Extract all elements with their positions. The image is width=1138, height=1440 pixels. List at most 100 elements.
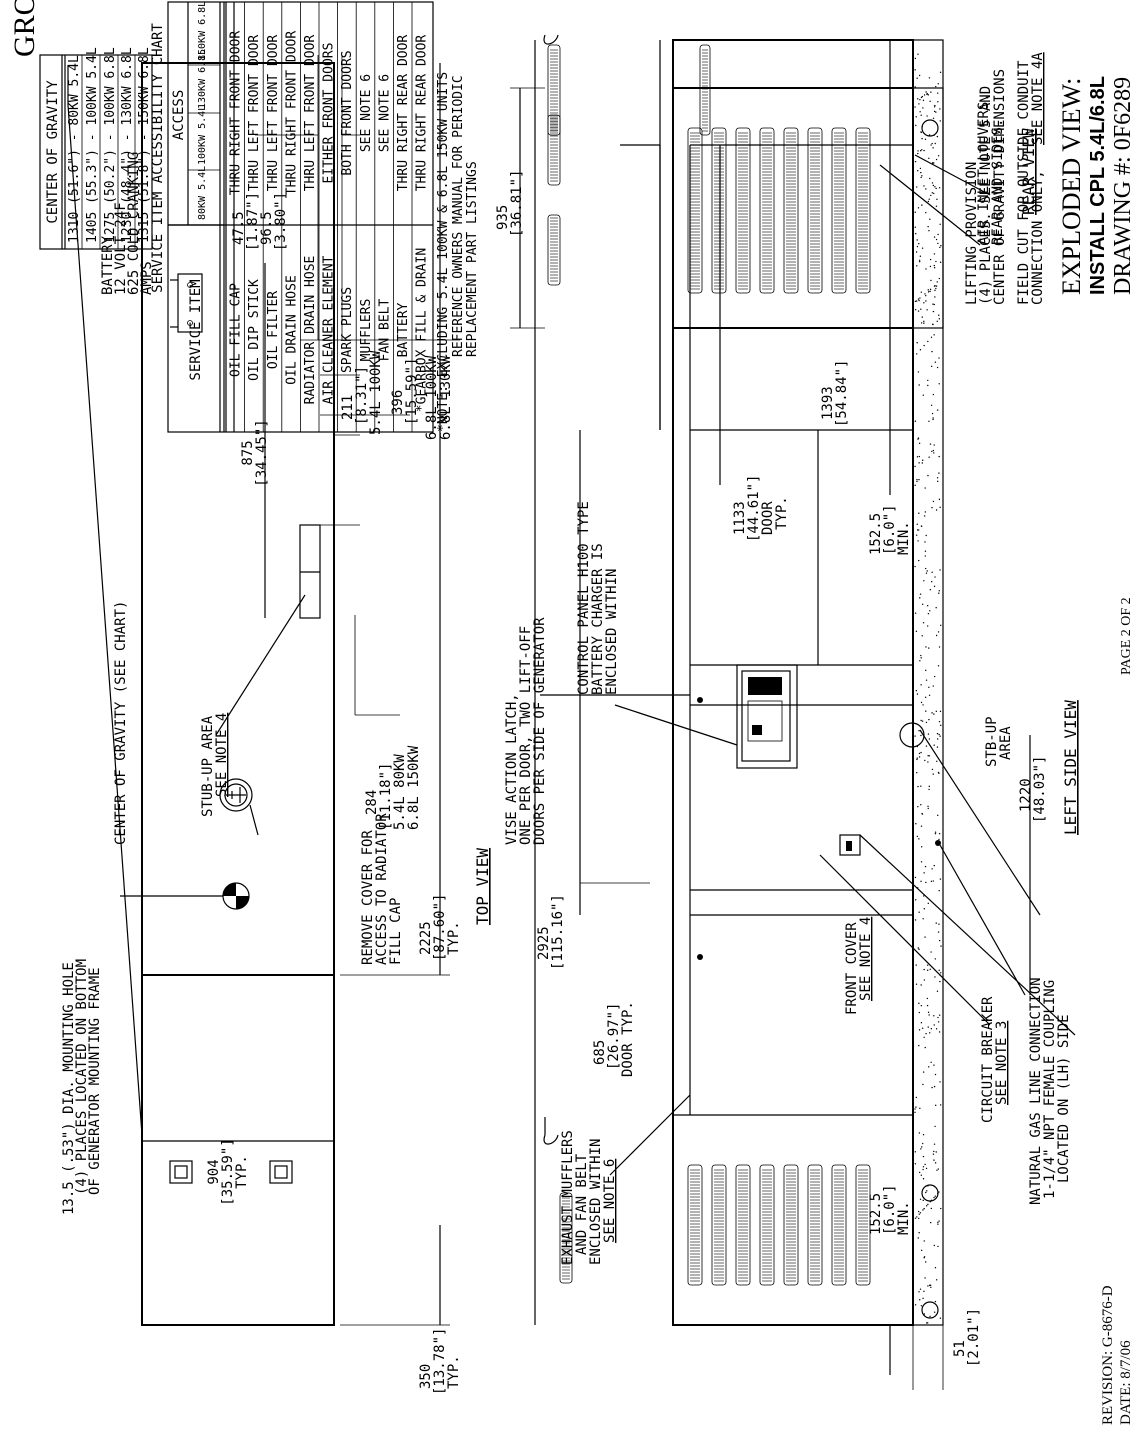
dim-211: 211 [340,395,356,420]
radiator-cap-icon [219,778,253,812]
install-title: INSTALL CPL 5.4L/6.8L [1087,76,1109,295]
cg-chart: CENTER OF GRAVITY 1310 (51.6") - 80KW 5.… [39,47,153,250]
louver-slot [687,127,703,294]
access-column: 80KW 5.4L [197,166,208,220]
access-column: 130KW 6.8L [197,49,208,109]
louver-slot [547,44,561,136]
exhaust-louvers [687,1164,871,1286]
lifting-provision [921,119,939,137]
dim-2925: [115.16"] [550,894,566,970]
drawing-number: DRAWING #: 0F6289 [1110,77,1136,295]
access-chart-title: SERVICE ITEM ACCESSIBILITY CHART [150,23,166,293]
access-column: 100KW 5.4L [197,105,208,165]
control-panel [736,664,798,769]
top-view-label: TOP VIEW [473,848,492,925]
service-access: SEE NOTE 6 [359,74,374,152]
service-item: OIL DIP STICK [247,279,262,381]
rear-view: 935 [36.81"] AIR INLET LOUVERS. REAR AND… [495,87,1038,329]
date: DATE: 8/7/06 [1118,1340,1134,1425]
dim-284: [11.18"] [378,763,394,830]
dim-935: 935 [495,205,511,230]
battery-icon [170,273,203,333]
dim-152-right: 152.5 [868,513,884,555]
service-item: OIL FILTER [266,291,281,369]
dim-904: [35.59"] [220,1138,236,1205]
stub-up-label: STUB-UP AREA [200,715,216,817]
front-cover-note: SEE NOTE 4 [858,917,874,1001]
dim-935: [36.81"] [509,170,525,237]
dim-284: 6.8L 150KW [406,745,422,830]
service-item: MUFFLERS [359,299,374,362]
louver-slot [783,127,799,294]
stub-area-label: AREA [998,726,1014,760]
service-item: OIL FILL CAP [229,283,244,377]
dim-152-right: MIN. [896,521,912,555]
latch-icon [697,697,703,703]
battery-label: BATTERY [100,235,116,295]
lifting-provision [921,1301,939,1319]
revision: REVISION: G-8676-D [1100,1285,1116,1425]
dim-1393: [54.84"] [834,360,850,427]
louver-slot [759,1164,775,1286]
dim-875: 875 [240,440,256,465]
louver-slot [699,44,711,136]
service-access: THRU LEFT FRONT DOOR [266,35,281,192]
dim-1133: DOOR [760,501,776,535]
dim-284: 5.4L 80KW [392,754,408,830]
lifting-note: (4) PLACES. SEE NOTE 5 AND [978,86,994,305]
service-access: SEE NOTE 6 [377,74,392,152]
remove-cover-note: ACCESS TO RADIATOR [374,813,390,965]
top-view-outline [141,62,335,1326]
gas-line-note: NATURAL GAS LINE CONNECTION [1028,977,1044,1205]
cg-row: 1230 (48.4") - 130KW 6.8L [120,47,135,243]
louver-slot [735,127,751,294]
stub-up-note: SEE NOTE 4 [214,713,230,797]
gas-line-note: 1-1/4" NPT FEMALE COUPLING [1042,980,1058,1199]
dim-2925: 2925 [536,926,552,960]
service-item: SPARK PLUGS [340,287,355,373]
service-access: THRU LEFT FRONT DOOR [303,35,318,192]
access-note: REPLACEMENT PART LISTINGS [465,161,480,357]
circuit-breaker-note: SEE NOTE 3 [994,1021,1010,1105]
louver-slot [855,127,871,294]
dim-96: 96.5 [259,211,275,245]
dim-1220: [48.03"] [1032,756,1048,823]
dim-685: 685 [592,1040,608,1065]
field-cut-conduit [899,722,925,748]
remove-cover-note: REMOVE COVER FOR [360,830,376,965]
rear-louvers [547,114,871,294]
group-title: GROUP G [8,0,41,57]
exhaust-note: EXHAUST MUFFLERS [560,1130,576,1265]
dim-152-left: [6.0"] [882,1184,898,1235]
access-header: ACCESS [171,90,187,141]
service-item-header: SERVICE ITEM [188,279,204,380]
title-block: EXPLODED VIEW: INSTALL CPL 5.4L/6.8L DRA… [1057,76,1136,1425]
exhaust-note: ENCLOSED WITHIN [588,1139,604,1265]
dim-211: 5.4L 100KW [368,350,384,435]
dim-350: [13.78"] [432,1328,448,1395]
rear-view-label: REAR VIEW [1019,128,1038,215]
rear-view-skid [912,87,944,329]
dim-875: [34.45"] [254,419,270,486]
louver-slot [711,127,727,294]
circuit-breaker [839,834,861,856]
louver-slot [807,1164,823,1286]
gas-line-note: LOCATED ON (LH) SIDE [1056,1014,1072,1183]
mounting-hole-note: 13.5 (.53") DIA. MOUNTING HOLE [61,962,77,1215]
service-item: AIR CLEANER ELEMENT [322,255,337,404]
louver-slot [807,127,823,294]
dim-47: [1.87"] [245,192,261,251]
service-item: RADIATOR DRAIN HOSE [303,256,318,405]
dim-47: 47.5 [231,211,247,245]
dim-2225: TYP. [446,921,462,955]
service-access: EITHER FRONT DOORS [322,43,337,184]
exhaust-note: SEE NOTE 6 [602,1159,618,1243]
dim-96: [3.80"] [273,192,289,251]
left-side-view: VISE ACTION LATCH, ONE PER DOOR, TWO LIF… [504,34,1080,1390]
center-of-gravity-icon [222,882,250,910]
battery-label: AMPS [139,261,155,295]
dim-396: [15.59"] [404,358,420,425]
dim-904: 904 [206,1159,222,1184]
